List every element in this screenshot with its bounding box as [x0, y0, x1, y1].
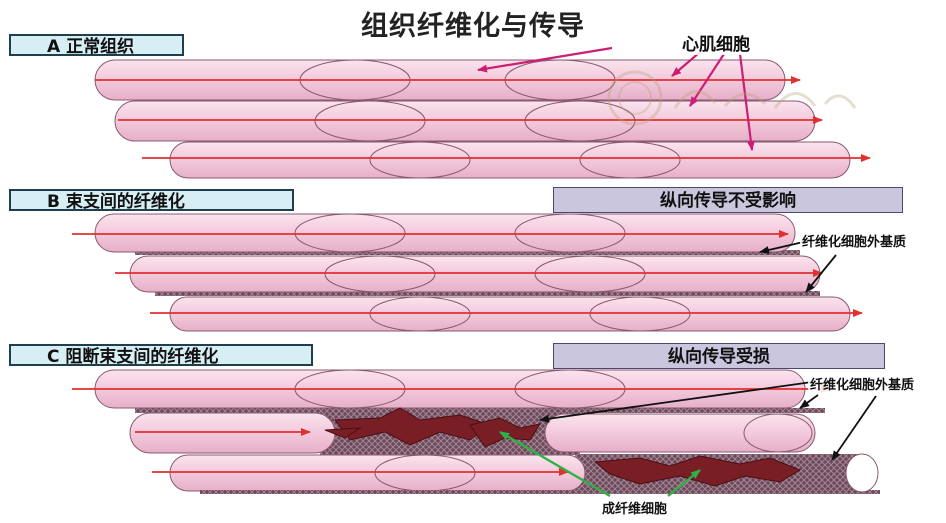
fibroblast-pointers [499, 430, 701, 498]
panel-b-matrix-annotation: 纤维化细胞外基质 [800, 231, 909, 250]
panel-b-cells [72, 213, 863, 332]
panel-c-status: 纵向传导受损 [553, 343, 885, 369]
panel-b-status: 纵向传导不受影响 [553, 187, 903, 213]
panel-a-pointers [477, 46, 755, 151]
panel-a-cells [94, 59, 871, 179]
panel-a-label: A 正常组织 [9, 34, 184, 57]
panel-c-matrix-pointers [539, 381, 877, 461]
panel-c-matrix-annotation: 纤维化细胞外基质 [808, 374, 917, 393]
panel-b-label: B 束支间的纤维化 [9, 189, 294, 212]
watermark-seal-icon [607, 70, 857, 126]
fibroblast-annotation: 成纤维细胞 [600, 498, 670, 517]
diagram-title: 组织纤维化与传导 [361, 11, 585, 42]
panel-c-label: C 阻断束支间的纤维化 [9, 344, 313, 367]
cardiomyocyte-annotation: 心肌细胞 [680, 30, 752, 55]
